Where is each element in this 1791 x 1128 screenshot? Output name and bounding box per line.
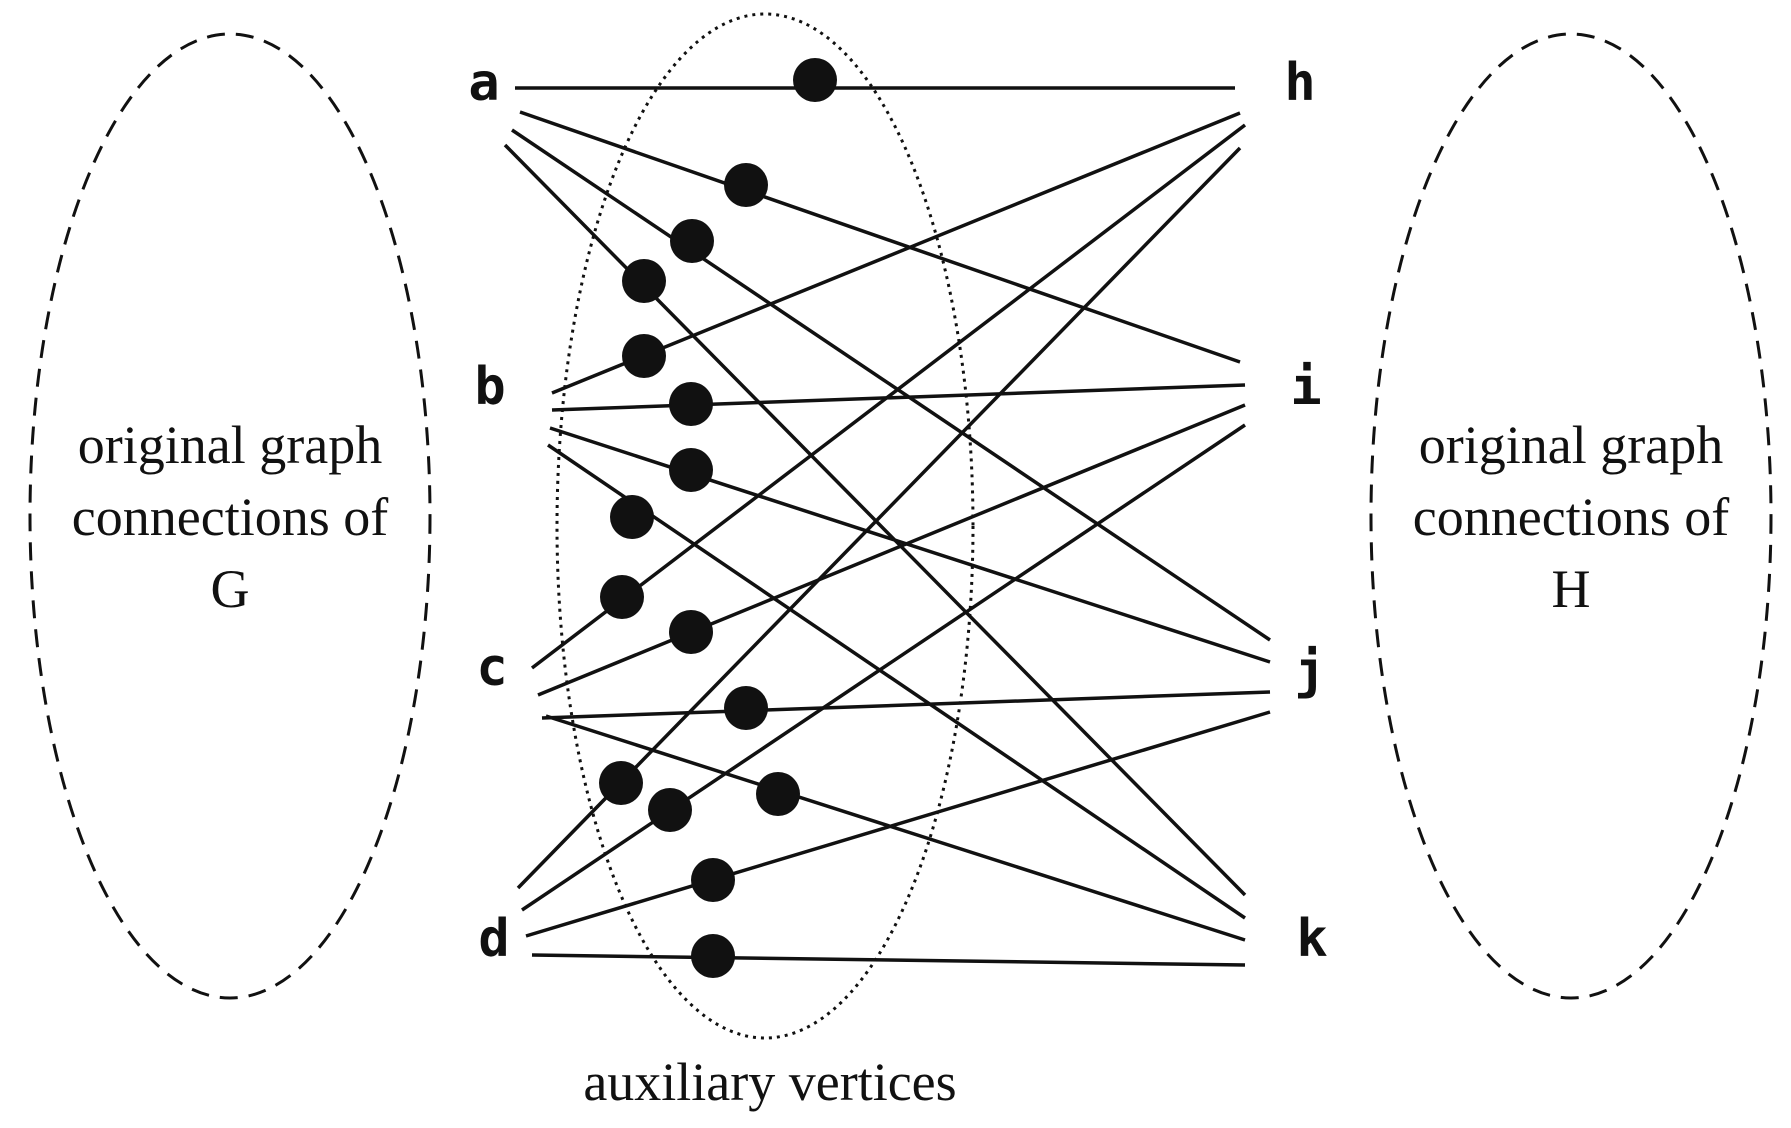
auxiliary-vertex-a-i xyxy=(724,163,768,207)
edge-d-h xyxy=(516,146,1242,890)
vertex-label-k: k xyxy=(1296,909,1327,969)
auxiliary-vertex-d-j xyxy=(691,858,735,902)
auxiliary-vertex-b-j xyxy=(669,448,713,492)
auxiliary-region-caption: auxiliary vertices xyxy=(583,1052,956,1112)
left-region-line-1: original graph xyxy=(78,415,382,475)
auxiliary-vertex-b-k xyxy=(610,495,654,539)
auxiliary-vertex-b-h xyxy=(622,334,666,378)
vertex-label-c: c xyxy=(476,638,507,698)
vertex-label-a: a xyxy=(468,53,499,113)
auxiliary-vertex-d-h xyxy=(599,761,643,805)
edge-b-j xyxy=(549,426,1271,664)
left-region-g: original graph connections of G xyxy=(28,32,432,1000)
auxiliary-vertex-a-j xyxy=(670,219,714,263)
auxiliary-vertex-c-j xyxy=(724,686,768,730)
auxiliary-vertex-c-k xyxy=(756,772,800,816)
vertex-label-d: d xyxy=(478,909,509,969)
edges-layer xyxy=(503,86,1271,967)
vertex-label-h: h xyxy=(1284,53,1315,113)
edge-c-j xyxy=(541,690,1271,720)
auxiliary-vertex-c-h xyxy=(600,575,644,619)
auxiliary-region: auxiliary vertices xyxy=(555,12,975,1112)
right-region-line-1: original graph xyxy=(1419,415,1723,475)
vertex-label-i: i xyxy=(1290,357,1321,417)
auxiliary-vertex-a-h xyxy=(793,58,837,102)
left-region-line-3: G xyxy=(211,559,250,619)
right-region-line-2: connections of xyxy=(1413,487,1729,547)
auxiliary-vertex-a-k xyxy=(622,259,666,303)
auxiliary-region-outline xyxy=(555,12,975,1040)
left-region-outline xyxy=(28,32,432,1000)
edge-b-i xyxy=(551,383,1246,412)
left-region-line-2: connections of xyxy=(72,487,388,547)
edge-c-k xyxy=(545,714,1246,942)
edge-a-j xyxy=(511,128,1271,642)
auxiliary-vertex-d-k xyxy=(691,934,735,978)
edge-b-h xyxy=(551,111,1241,395)
edge-d-k xyxy=(531,953,1246,967)
edge-b-k xyxy=(547,443,1246,920)
edge-d-i xyxy=(521,423,1246,912)
right-region-outline xyxy=(1369,32,1773,1000)
right-region-line-3: H xyxy=(1552,559,1591,619)
edge-c-h xyxy=(530,123,1247,670)
auxiliary-vertex-c-i xyxy=(669,610,713,654)
edge-a-i xyxy=(519,110,1241,364)
right-region-h: original graph connections of H xyxy=(1369,32,1773,1000)
edge-d-j xyxy=(525,710,1271,938)
vertex-label-b: b xyxy=(474,357,505,417)
edge-c-i xyxy=(537,403,1246,697)
auxiliary-vertex-b-i xyxy=(669,382,713,426)
vertex-label-j: j xyxy=(1294,641,1325,701)
auxiliary-vertex-d-i xyxy=(648,788,692,832)
auxiliary-vertices-layer xyxy=(599,58,837,978)
vertex-labels: a b c d h i j k xyxy=(468,53,1327,969)
